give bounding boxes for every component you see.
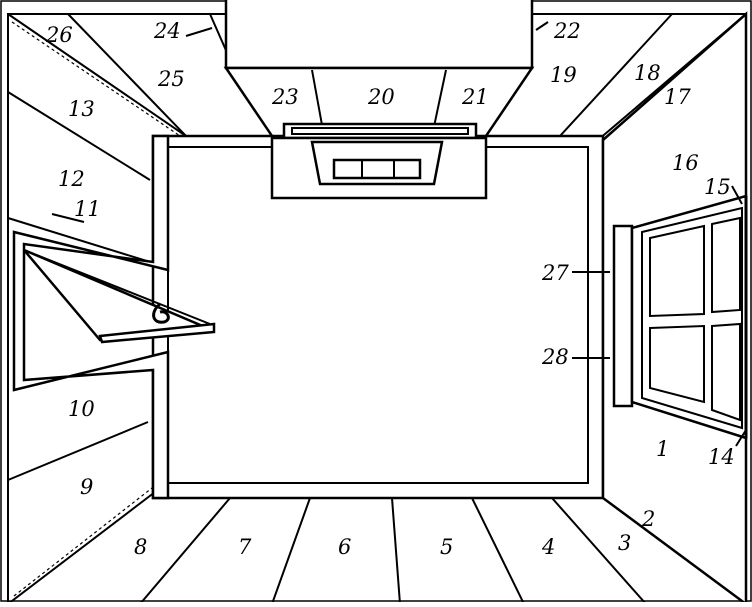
label-21: 21 — [461, 85, 489, 109]
label-14: 14 — [708, 445, 735, 469]
label-23: 23 — [271, 85, 299, 109]
left-wall-seams — [7, 91, 151, 481]
label-19: 19 — [550, 63, 577, 87]
door — [12, 134, 216, 500]
label-9: 9 — [80, 475, 93, 499]
label-8: 8 — [134, 535, 147, 559]
label-16: 16 — [672, 151, 699, 175]
label-26: 26 — [45, 23, 73, 47]
label-24: 24 — [153, 19, 181, 43]
label-11: 11 — [74, 197, 101, 221]
label-27: 27 — [541, 261, 569, 285]
label-18: 18 — [634, 61, 661, 85]
label-13: 13 — [68, 97, 95, 121]
label-12: 12 — [58, 167, 85, 191]
ceiling-box — [223, 0, 535, 200]
label-28: 28 — [541, 345, 569, 369]
number-labels: 1 2 3 4 5 6 7 8 9 10 11 12 13 14 15 16 1… — [45, 19, 735, 559]
label-2: 2 — [641, 507, 655, 531]
label-17: 17 — [664, 85, 691, 109]
label-10: 10 — [68, 397, 95, 421]
label-7: 7 — [238, 535, 252, 559]
floor-seams — [139, 497, 647, 605]
label-4: 4 — [541, 535, 555, 559]
label-3: 3 — [618, 531, 631, 555]
leader-lines — [51, 21, 747, 447]
label-20: 20 — [367, 85, 395, 109]
label-6: 6 — [338, 535, 351, 559]
label-5: 5 — [440, 535, 453, 559]
label-15: 15 — [704, 175, 731, 199]
label-1: 1 — [656, 437, 669, 461]
window — [601, 11, 748, 607]
label-22: 22 — [553, 19, 581, 43]
label-25: 25 — [157, 67, 185, 91]
